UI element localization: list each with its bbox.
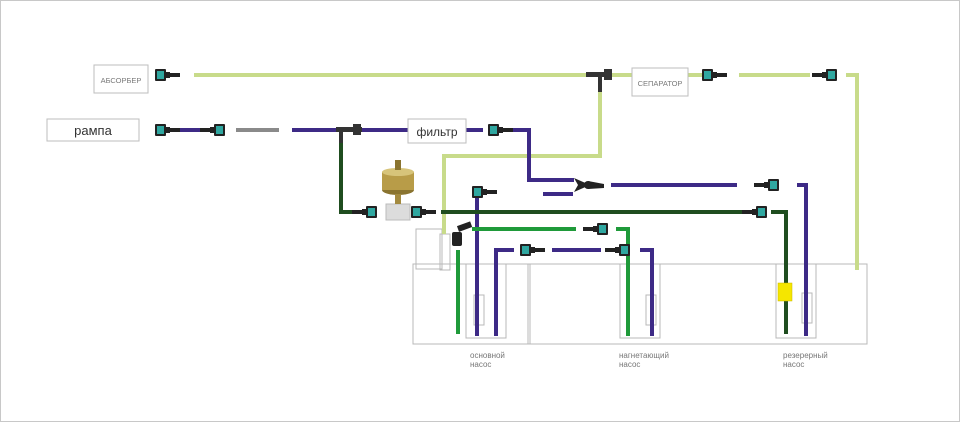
separator-box[interactable]: СЕПАРАТОР	[631, 67, 689, 97]
pump-label-boost: нагнетающий насос	[619, 351, 669, 369]
quick-connector-icon	[200, 124, 225, 136]
pump-label-line2: насос	[470, 360, 491, 369]
quick-connector-icon	[155, 69, 180, 81]
pump-label-line1: основной	[470, 351, 505, 360]
pump-label-line1: нагнетающий	[619, 351, 669, 360]
tee-fitting-icon	[336, 124, 362, 143]
separator-label: СЕПАРАТОР	[638, 79, 683, 88]
pump-label-reserve: резерерный насос	[783, 351, 828, 369]
quick-connector-icon	[742, 206, 767, 218]
tank	[412, 228, 868, 345]
vapor-lines	[194, 73, 859, 270]
filter-box[interactable]: фильтр	[407, 118, 467, 144]
boost-pump-cell	[619, 263, 661, 339]
quick-connector-icon	[155, 124, 180, 136]
reserve-pump-cell	[775, 263, 817, 339]
elbow-fitting-icon	[452, 221, 473, 246]
pressure-regulator-housing	[415, 228, 443, 270]
pressure-sensor-icon	[382, 160, 414, 221]
quick-connector-icon	[411, 206, 436, 218]
tank-body	[412, 263, 868, 345]
quick-connector-icon	[583, 223, 608, 235]
pump-label-line2: насос	[619, 360, 640, 369]
quick-connector-icon	[702, 69, 727, 81]
rail-label: рампа	[74, 123, 112, 138]
main-pump-cell	[465, 263, 507, 339]
quick-connector-icon	[472, 186, 497, 198]
absorber-label: АБСОРБЕР	[101, 76, 142, 85]
quick-connector-icon	[605, 244, 630, 256]
pump-label-line2: насос	[783, 360, 804, 369]
quick-connector-icon	[352, 206, 377, 218]
reserve-sensor-marker	[777, 282, 793, 302]
pump-label-line1: резерерный	[783, 351, 828, 360]
quick-connector-icon	[812, 69, 837, 81]
quick-connector-icon	[488, 124, 513, 136]
pump-label-main: основной насос	[470, 351, 505, 369]
filter-label: фильтр	[416, 125, 457, 139]
absorber-box[interactable]: АБСОРБЕР	[93, 64, 149, 94]
quick-connector-icon	[754, 179, 779, 191]
tee-fitting-icon	[586, 69, 612, 92]
fuel-supply-lines	[180, 128, 808, 336]
y-splitter-icon	[574, 178, 604, 192]
pump-lines	[456, 227, 630, 336]
rail-box[interactable]: рампа	[46, 118, 140, 142]
quick-connector-icon	[520, 244, 545, 256]
